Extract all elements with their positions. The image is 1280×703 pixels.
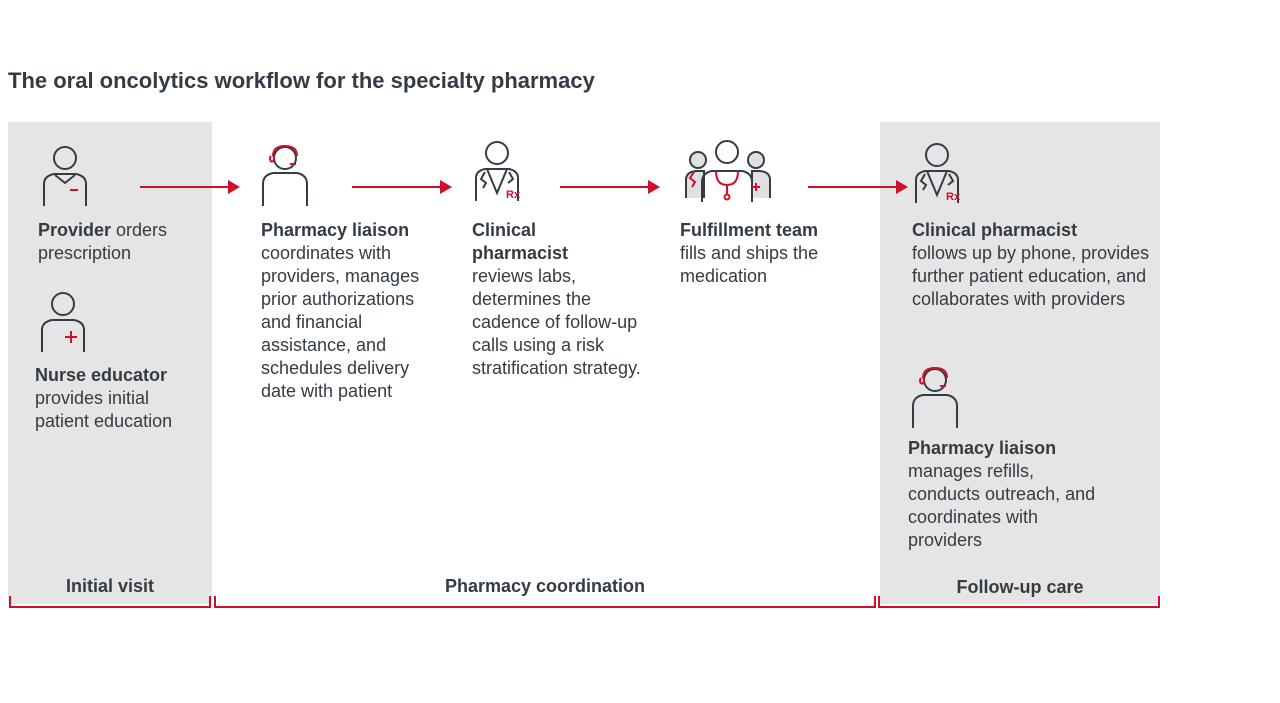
stage-initial-visit: Initial visit [65, 576, 155, 596]
stage-bracket [9, 596, 211, 608]
pharmacist-icon: Rx [915, 143, 961, 203]
desc: fills and ships the medication [680, 243, 819, 286]
desc: manages refills, conducts outreach, and … [908, 461, 1096, 550]
role: Nurse educator [35, 365, 168, 385]
pharmacist-icon: Rx [475, 141, 521, 201]
desc: provides initial patient education [35, 388, 173, 431]
stage-follow-up-care: Follow-up care [956, 577, 1084, 597]
role: Clinical pharmacist [912, 220, 1078, 240]
step-pharmacy-liaison-followup: Pharmacy liaison manages refills, conduct… [908, 437, 1098, 552]
desc: reviews labs, determines the cadence of … [472, 266, 641, 378]
flow-arrow [352, 180, 452, 194]
stage-bracket [214, 596, 876, 608]
role: Provider [38, 220, 112, 240]
stage-bracket [878, 596, 1160, 608]
step-clinical-pharmacist-followup: Clinical pharmacist follows up by phone, … [912, 219, 1152, 311]
headset-person-icon [262, 144, 308, 206]
desc: coordinates with providers, manages prio… [261, 243, 420, 401]
role: Pharmacy liaison [908, 438, 1057, 458]
doctor-icon [43, 146, 87, 206]
page-title: The oral oncolytics workflow for the spe… [8, 68, 595, 93]
step-fulfillment-team: Fulfillment team fills and ships the medi… [680, 219, 840, 288]
role: Fulfillment team [680, 220, 819, 240]
follow-up-panel [880, 122, 1160, 602]
headset-person-icon [912, 366, 958, 428]
desc: orders prescription [38, 220, 168, 263]
flow-arrow [808, 180, 908, 194]
svg-text:Rx: Rx [506, 189, 521, 201]
flow-arrow [140, 180, 240, 194]
initial-visit-panel [8, 122, 212, 602]
flow-arrow [560, 180, 660, 194]
stage-pharmacy-coordination: Pharmacy coordination [444, 576, 646, 596]
desc: follows up by phone, provides further pa… [912, 243, 1150, 309]
svg-text:Rx: Rx [946, 191, 961, 203]
step-nurse-educator: Nurse educator provides initial patient e… [35, 364, 205, 433]
nurse-icon [41, 292, 85, 352]
step-pharmacy-liaison: Pharmacy liaison coordinates with provide… [261, 219, 436, 403]
team-icon [685, 140, 771, 202]
step-provider: Provider orders prescription [38, 219, 203, 265]
role: Clinical pharmacist [472, 220, 569, 263]
role: Pharmacy liaison [261, 220, 410, 240]
